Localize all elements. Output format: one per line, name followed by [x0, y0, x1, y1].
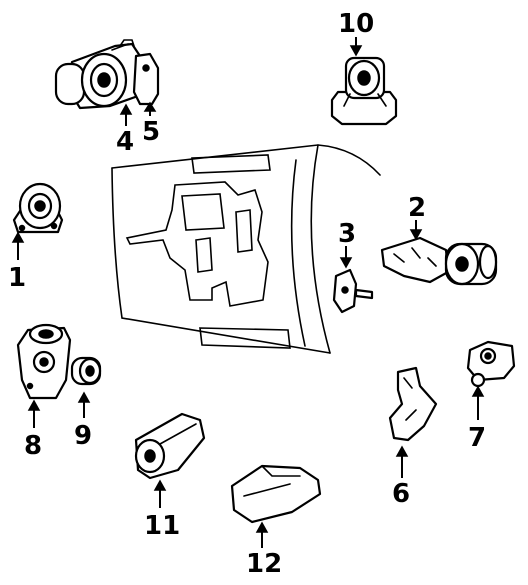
part-7-mount — [466, 340, 516, 388]
callout-6: 6 — [392, 479, 410, 509]
part-9-bushing — [70, 356, 102, 386]
callout-1: 1 — [8, 263, 26, 293]
vehicle-body-outline — [111, 144, 381, 354]
arrow-3 — [339, 257, 353, 269]
part-6-bracket — [388, 366, 438, 442]
callout-4: 4 — [116, 127, 134, 157]
arrow-7 — [471, 385, 485, 397]
part-1-mount — [12, 182, 64, 234]
arrow-1 — [11, 231, 25, 243]
callout-2: 2 — [408, 193, 426, 223]
part-11-mount — [134, 412, 206, 480]
part-5-mount — [132, 52, 160, 106]
callout-12: 12 — [246, 549, 282, 579]
callout-10: 10 — [338, 9, 374, 39]
arrow-6 — [395, 445, 409, 457]
part-4-mount — [54, 39, 142, 110]
arrow-10 — [349, 45, 363, 57]
part-8-mount — [16, 323, 72, 400]
engine-transmission-silhouette — [125, 181, 269, 307]
arrow-11 — [153, 479, 167, 491]
arrow-2 — [409, 229, 423, 241]
arrow-8 — [27, 399, 41, 411]
callout-11: 11 — [144, 511, 180, 541]
callout-3: 3 — [338, 219, 356, 249]
arrow-4 — [119, 103, 133, 115]
arrow-12 — [255, 521, 269, 533]
part-12-bracket — [230, 464, 322, 524]
part-2-bracket-mount — [380, 236, 498, 286]
callout-5: 5 — [142, 117, 160, 147]
callout-7: 7 — [468, 423, 486, 453]
callout-9: 9 — [74, 421, 92, 451]
part-3-bracket — [332, 268, 374, 314]
arrow-9 — [77, 391, 91, 403]
arrow-5 — [143, 101, 157, 112]
callout-8: 8 — [24, 431, 42, 461]
part-10-engine-mount — [330, 56, 398, 126]
